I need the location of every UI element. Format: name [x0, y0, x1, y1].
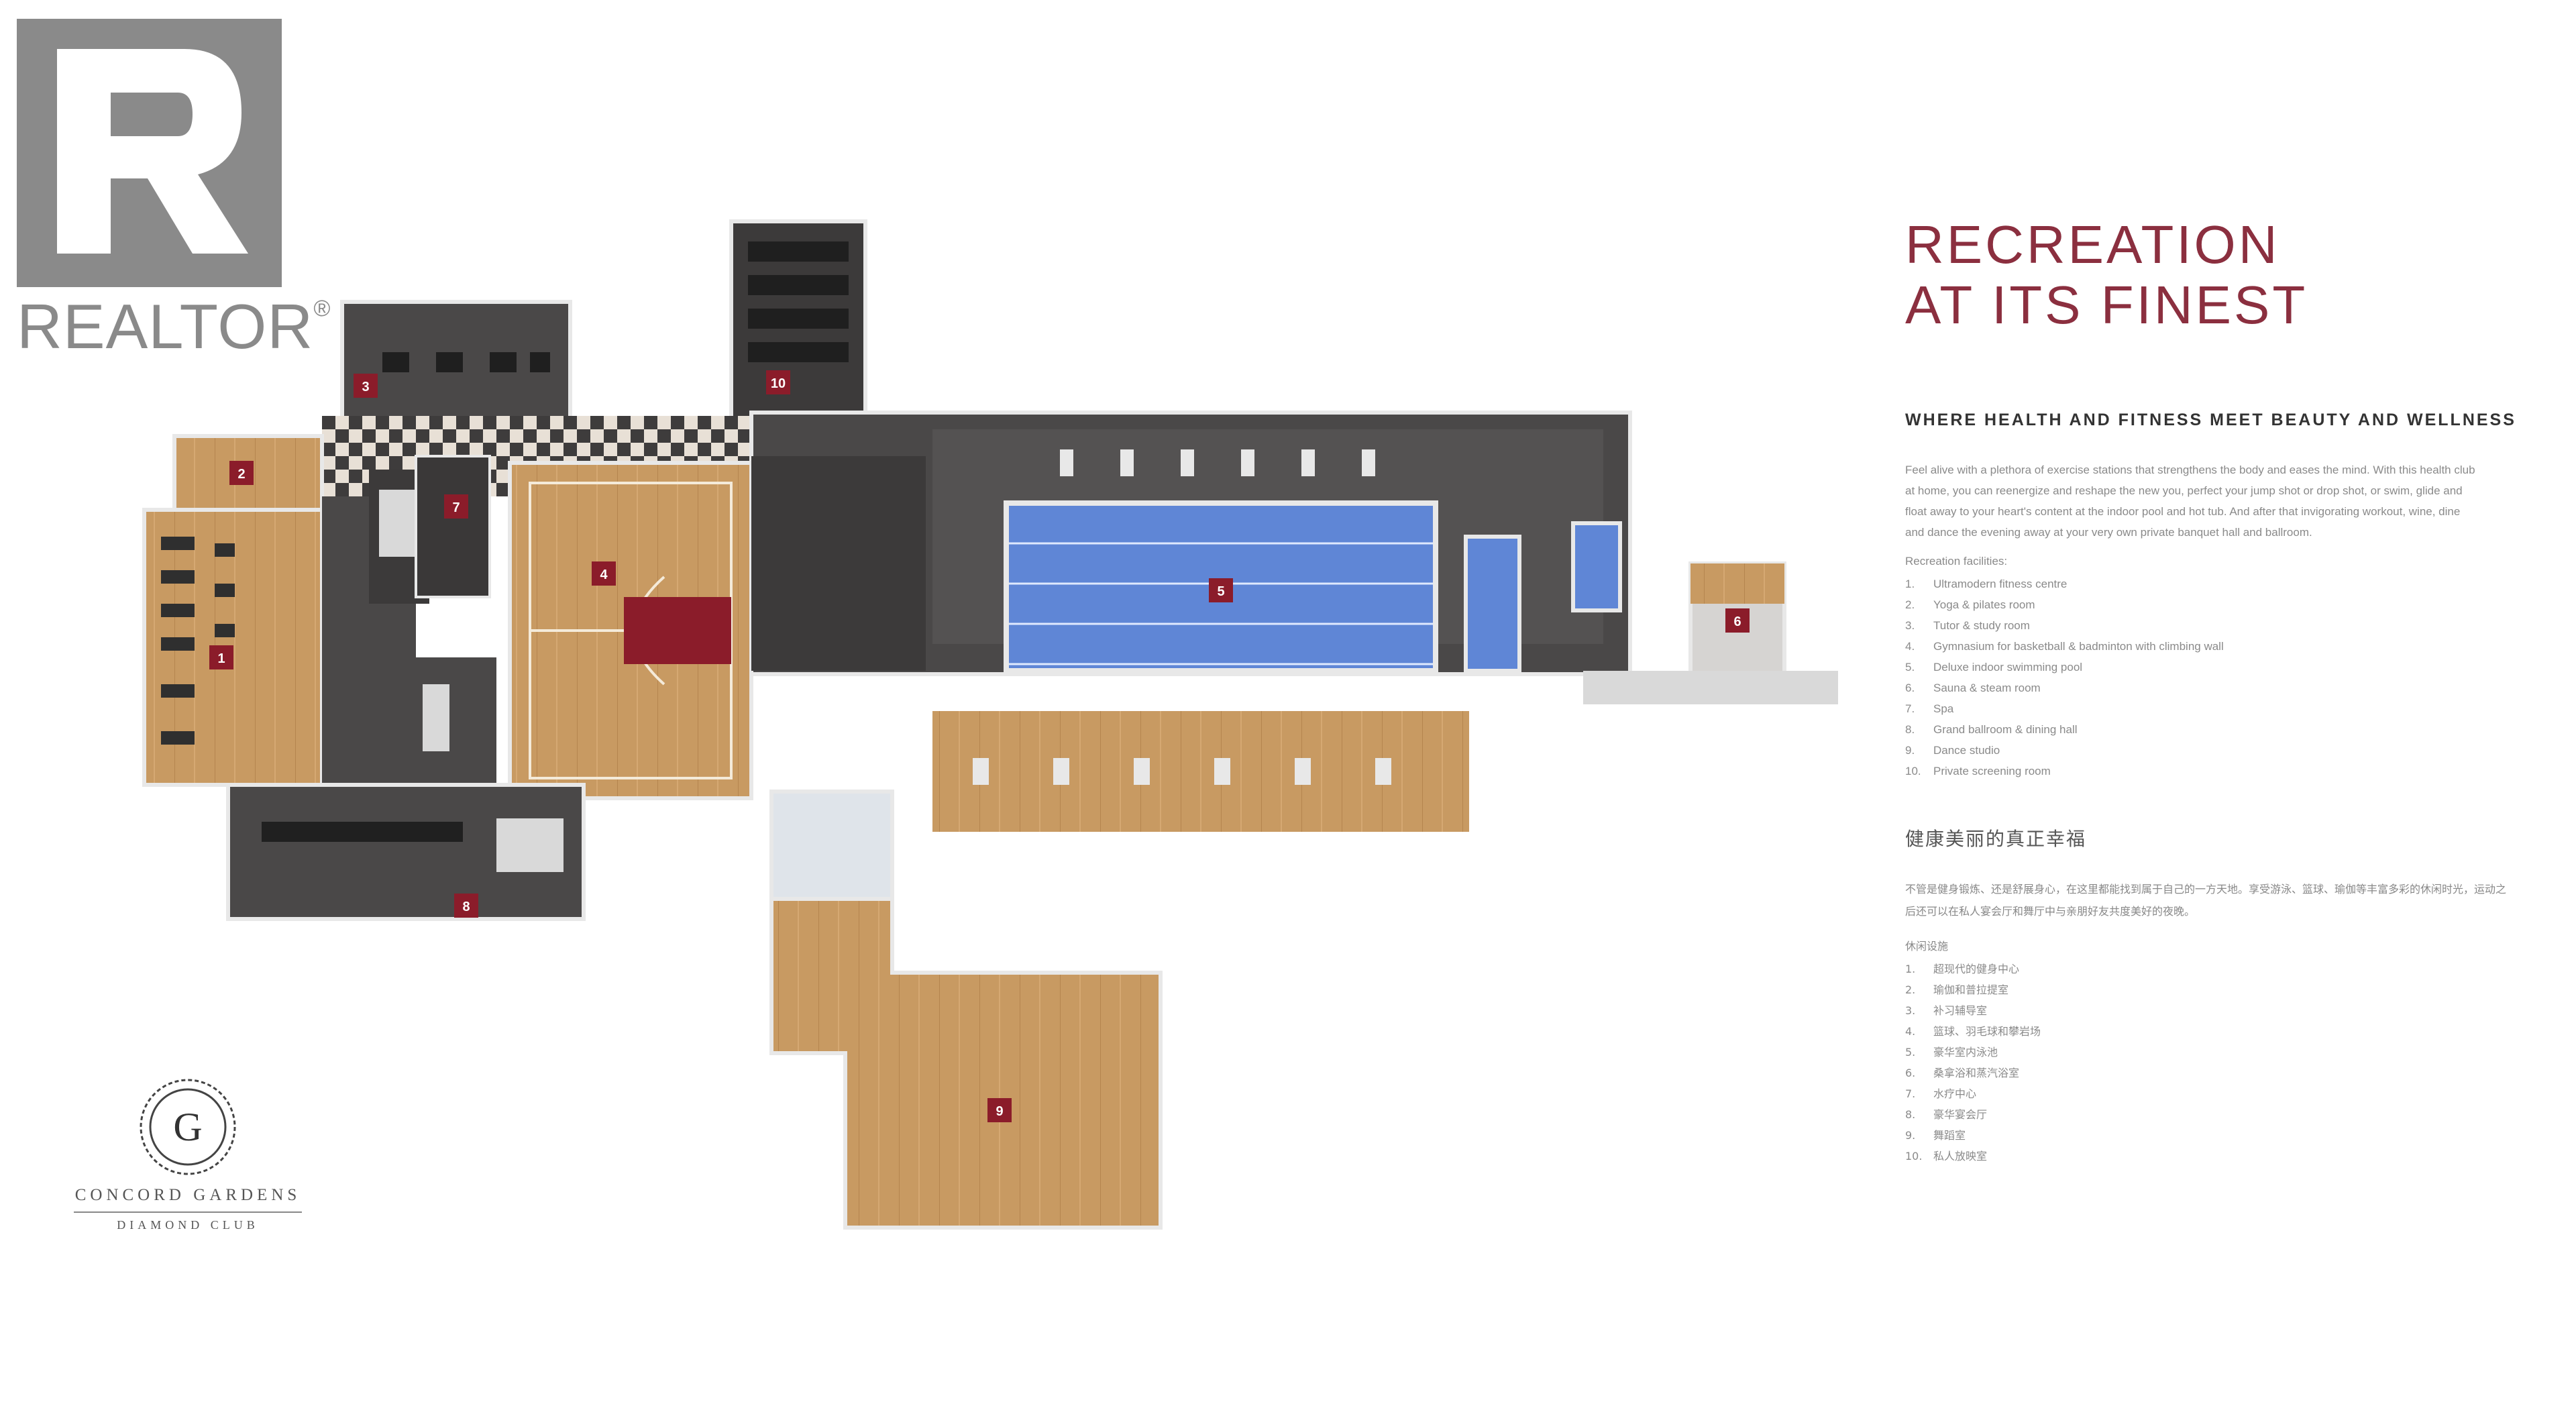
list-item: 5.Deluxe indoor swimming pool: [1905, 661, 2083, 673]
room-badge-5: [1209, 578, 1233, 602]
text-column: RECREATION AT ITS FINEST WHERE HEALTH AN…: [1905, 215, 2536, 1167]
room-badge-label-4: 4: [600, 568, 608, 582]
monogram-wreath-icon: G: [140, 1079, 236, 1175]
heading-zh: 健康美丽的真正幸福: [1905, 828, 2087, 850]
room-badge-8: [454, 894, 478, 918]
room-badge-label-8: 8: [462, 900, 470, 914]
list-item: 10.私人放映室: [1905, 1150, 1988, 1163]
list-item: 6.桑拿浴和蒸汽浴室: [1905, 1067, 2020, 1079]
list-item: 5.豪华室内泳池: [1905, 1046, 1998, 1059]
logo-divider: [74, 1211, 302, 1213]
amenity-floor-plan: 1 2 3 4 5 6 7 8 9 10: [134, 201, 1838, 1248]
realtor-wordmark-text: REALTOR: [17, 291, 314, 362]
page-title: RECREATION AT ITS FINEST: [1905, 215, 2536, 335]
room-badge-9: [987, 1098, 1012, 1122]
list-item: 8.Grand ballroom & dining hall: [1905, 723, 2078, 736]
list-item: 3.补习辅导室: [1905, 1004, 1988, 1017]
room-number-badges: 1 2 3 4 5 6 7 8 9 10: [209, 370, 1750, 1122]
room-badge-1: [209, 645, 233, 669]
room-badge-label-10: 10: [771, 376, 786, 391]
floor-plan-drawing: 1 2 3 4 5 6 7 8 9 10: [142, 219, 1838, 1230]
list-item: 6.Sauna & steam room: [1905, 682, 2041, 694]
registered-mark: ®: [313, 296, 331, 321]
subtitle: WHERE HEALTH AND FITNESS MEET BEAUTY AND…: [1905, 411, 2516, 429]
facilities-list-en: 1.Ultramodern fitness centre 2.Yoga & pi…: [1905, 574, 2536, 781]
hot-tub: [1464, 535, 1521, 673]
realtor-wordmark: REALTOR®: [17, 290, 330, 363]
list-item: 4.篮球、羽毛球和攀岩场: [1905, 1025, 2041, 1038]
room-badge-2: [229, 461, 254, 485]
list-item: 3.Tutor & study room: [1905, 619, 2030, 632]
dance-studio: [769, 897, 1163, 1230]
room-badge-6: [1725, 608, 1750, 633]
list-item: 7.水疗中心: [1905, 1087, 1977, 1100]
room-badge-10: [766, 370, 790, 394]
room-badge-4: [592, 561, 616, 586]
list-item: 4.Gymnasium for basketball & badminton w…: [1905, 640, 2224, 653]
title-line-2: AT ITS FINEST: [1905, 275, 2308, 335]
list-item: 1.Ultramodern fitness centre: [1905, 578, 2068, 590]
room-badge-label-9: 9: [996, 1104, 1003, 1119]
intro-text-en: Feel alive with a plethora of exercise s…: [1905, 464, 2475, 539]
dance-studio-change: [769, 790, 894, 901]
list-item: 9.舞蹈室: [1905, 1129, 1966, 1142]
room-badge-label-2: 2: [237, 467, 245, 482]
list-item: 10.Private screening room: [1905, 765, 2051, 777]
room-badge-label-1: 1: [217, 651, 225, 666]
title-line-1: RECREATION: [1905, 215, 2280, 274]
room-badge-3: [354, 374, 378, 398]
facilities-heading-en: Recreation facilities:: [1905, 555, 2008, 568]
list-item: 7.Spa: [1905, 702, 1954, 715]
concord-gardens-logo: G CONCORD GARDENS DIAMOND CLUB: [67, 1073, 309, 1248]
list-item: 9.Dance studio: [1905, 744, 2000, 757]
room-badge-label-3: 3: [362, 380, 369, 394]
intro-text-zh: 不管是健身锻炼、还是舒展身心，在这里都能找到属于自己的一方天地。享受游泳、篮球、…: [1905, 883, 2507, 918]
realtor-r-mark-icon: [17, 19, 282, 287]
facilities-heading-zh: 休闲设施: [1905, 940, 1949, 953]
list-item: 2.瑜伽和普拉提室: [1905, 983, 2009, 996]
concord-gardens-name: CONCORD GARDENS: [74, 1186, 301, 1204]
spa-room: [415, 455, 491, 598]
list-item: 2.Yoga & pilates room: [1905, 598, 2035, 611]
room-badge-label-6: 6: [1733, 614, 1741, 629]
list-item: 1.超现代的健身中心: [1905, 963, 2020, 975]
facilities-list-zh: 1.超现代的健身中心 2.瑜伽和普拉提室 3.补习辅导室 4.篮球、羽毛球和攀岩…: [1905, 959, 2536, 1167]
realtor-logo: REALTOR®: [17, 19, 330, 362]
room-badge-7: [444, 494, 468, 519]
list-item: 8.豪华宴会厅: [1905, 1108, 1988, 1121]
room-badge-label-7: 7: [452, 500, 460, 515]
room-badge-label-5: 5: [1217, 584, 1224, 599]
monogram-letter: G: [173, 1105, 202, 1149]
diamond-club-label: DIAMOND CLUB: [117, 1218, 259, 1232]
